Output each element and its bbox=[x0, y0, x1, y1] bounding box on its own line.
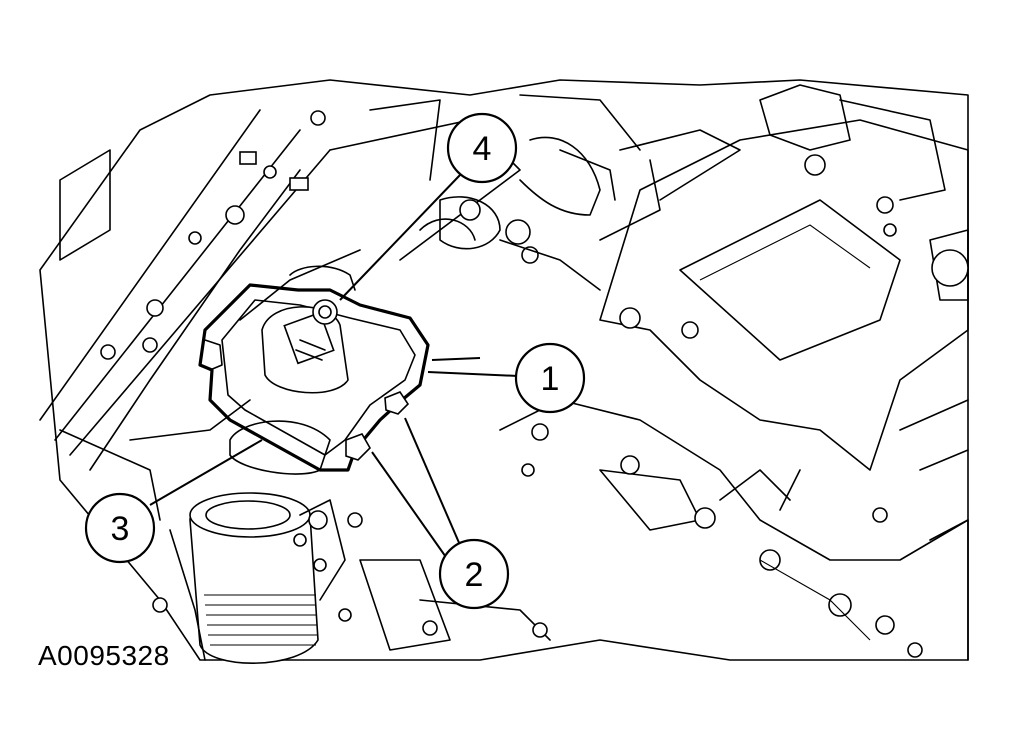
callout-2-label: 2 bbox=[465, 556, 484, 594]
callout-4-label: 4 bbox=[473, 130, 492, 168]
callout-3: 3 bbox=[84, 439, 263, 564]
callout-1-label: 1 bbox=[541, 360, 560, 398]
callout-3-label: 3 bbox=[111, 510, 130, 548]
callout-2: 2 bbox=[371, 417, 510, 610]
figure-id-label: A0095328 bbox=[38, 640, 170, 671]
engine-mount-bracket bbox=[198, 283, 430, 472]
callout-1: 1 bbox=[427, 342, 586, 414]
callout-4: 4 bbox=[339, 112, 518, 301]
engine-compartment-artwork bbox=[39, 79, 969, 664]
